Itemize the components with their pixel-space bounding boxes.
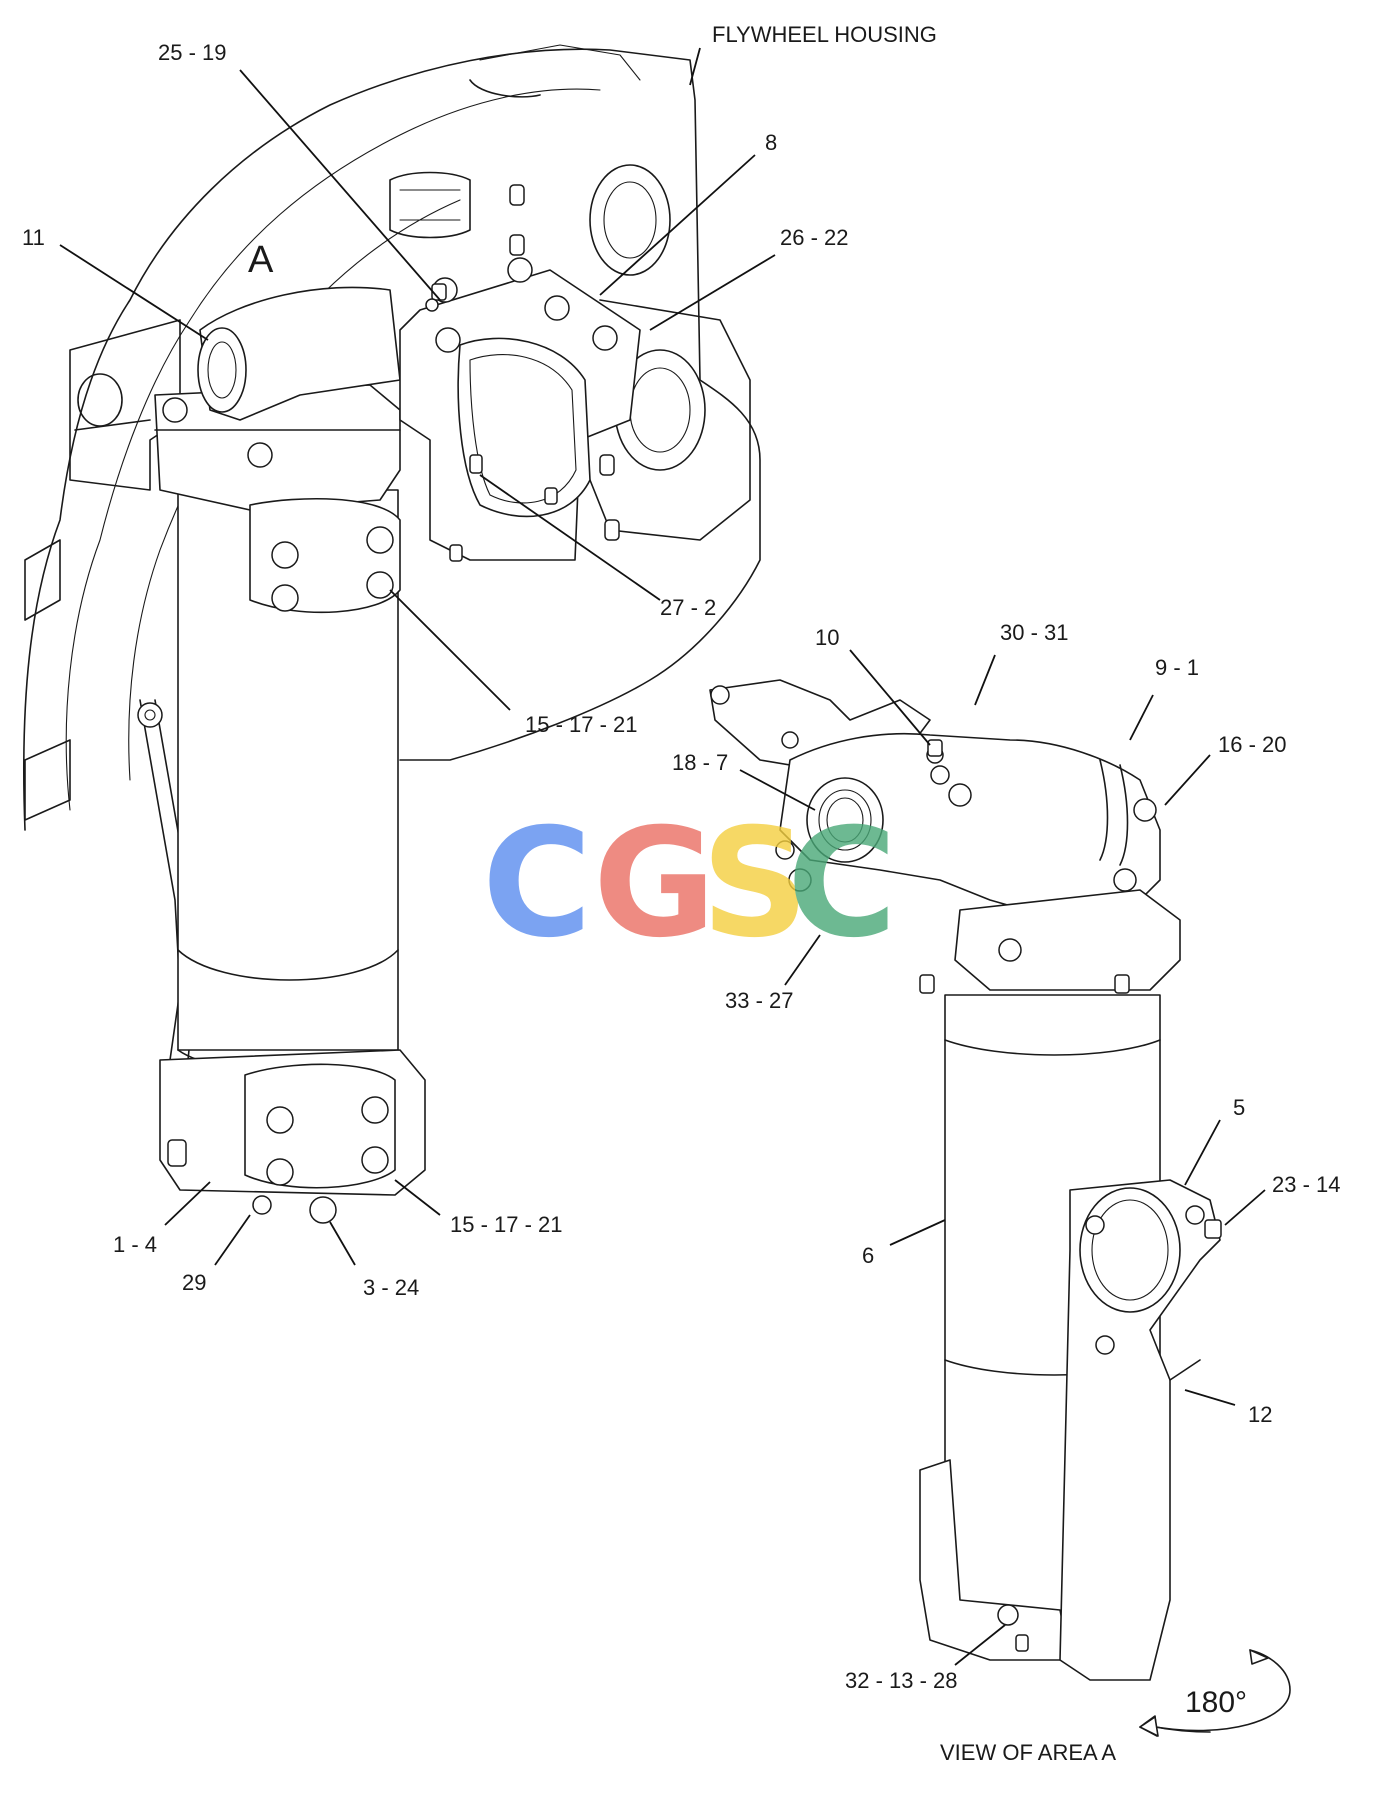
callout-32-13-28: 32 - 13 - 28	[845, 1668, 958, 1693]
callout-3-24: 3 - 24	[363, 1275, 419, 1300]
callout-18-7: 18 - 7	[672, 750, 728, 775]
left-mount-plate	[399, 257, 641, 562]
labels: FLYWHEEL HOUSING A 25 - 19 8 11 26 - 22 …	[22, 22, 1341, 1765]
callout-6: 6	[862, 1243, 874, 1268]
watermark: C G S C	[482, 797, 897, 971]
leader-lines	[59, 47, 1266, 1666]
callout-27-2: 27 - 2	[660, 595, 716, 620]
callout-29: 29	[182, 1270, 206, 1295]
callout-25-19: 25 - 19	[158, 40, 227, 65]
callout-8: 8	[765, 130, 777, 155]
callout-15-17-21-top: 15 - 17 - 21	[525, 712, 638, 737]
view-caption: VIEW OF AREA A	[940, 1740, 1116, 1765]
callout-9-1: 9 - 1	[1155, 655, 1199, 680]
flywheel-housing-label: FLYWHEEL HOUSING	[712, 22, 937, 47]
watermark-letter-g: G	[593, 797, 716, 971]
callout-12: 12	[1248, 1402, 1272, 1427]
watermark-letter-c2: C	[787, 797, 897, 971]
callout-33-27: 33 - 27	[725, 988, 794, 1013]
callout-15-17-21-bottom: 15 - 17 - 21	[450, 1212, 563, 1237]
area-marker: A	[248, 239, 274, 281]
watermark-letter-c1: C	[482, 797, 592, 971]
callout-5: 5	[1233, 1095, 1245, 1120]
right-assembly	[709, 679, 1222, 1681]
callout-1-4: 1 - 4	[113, 1232, 157, 1257]
callout-11: 11	[22, 225, 45, 250]
rotation-label: 180°	[1185, 1686, 1247, 1719]
callout-30-31: 30 - 31	[1000, 620, 1069, 645]
watermark-letter-s: S	[701, 797, 809, 971]
callout-26-22: 26 - 22	[780, 225, 849, 250]
callout-16-20: 16 - 20	[1218, 732, 1287, 757]
callout-10: 10	[815, 625, 839, 650]
callout-23-14: 23 - 14	[1272, 1172, 1341, 1197]
rotation-arrow	[1139, 1649, 1291, 1737]
left-cylinder	[154, 286, 426, 1224]
